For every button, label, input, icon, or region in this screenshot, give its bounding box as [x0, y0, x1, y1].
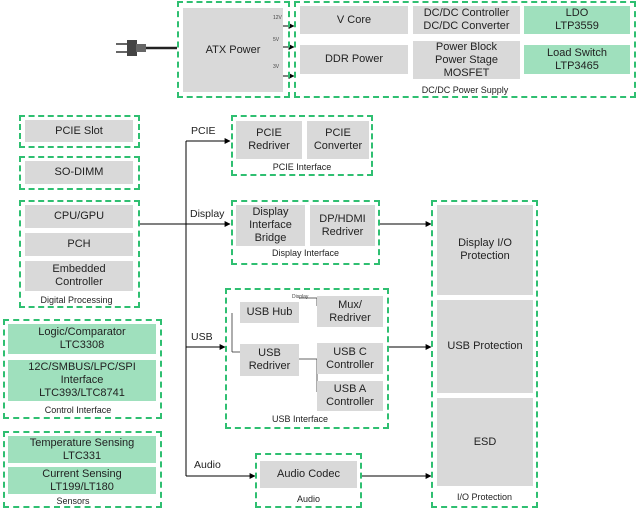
dcdc-supply-caption: DC/DC Power Supply: [421, 85, 509, 95]
pcie-interface-group: [231, 115, 373, 176]
pcie-converter-box: PCIE Converter: [307, 121, 369, 159]
audio-caption: Audio: [296, 494, 321, 504]
load-switch-box: Load Switch LTP3465: [524, 45, 630, 74]
ddr-power-box: DDR Power: [300, 45, 408, 74]
i2c-interface-box: 12C/SMBUS/LPC/SPI Interface LTC393/LTC87…: [8, 360, 156, 401]
voltage-label-5v: 5V: [273, 37, 280, 43]
pcie-interface-caption: PCIE Interface: [272, 162, 332, 172]
bus-label-usb: USB: [191, 331, 213, 343]
io-protection-group: [431, 200, 538, 508]
control-interface-caption: Control Interface: [44, 405, 112, 415]
io-protection-caption: I/O Protection: [456, 492, 513, 502]
dp-hdmi-redriver-box: DP/HDMI Redriver: [310, 205, 375, 246]
pcie-slot-group: [19, 115, 140, 148]
embedded-controller-box: Embedded Controller: [25, 261, 133, 291]
pch-box: PCH: [25, 233, 133, 256]
sodimm-group: [19, 156, 140, 190]
pcie-redriver-box: PCIE Redriver: [236, 121, 302, 159]
logic-comparator-box: Logic/Comparator LTC3308: [8, 324, 156, 354]
vcore-box: V Core: [300, 6, 408, 34]
pcie-slot-box: PCIE Slot: [25, 120, 133, 142]
display-interface-bridge-box: Display Interface Bridge: [236, 205, 305, 246]
usb-interface-caption: USB Interface: [271, 414, 329, 424]
dcdc-controller-box: DC/DC Controller DC/DC Converter: [413, 6, 520, 34]
atx-power-box: ATX Power: [183, 8, 283, 92]
temperature-sensing-box: Temperature Sensing LTC331: [8, 436, 156, 463]
dcdc-power-supply-group: [294, 1, 636, 98]
current-sensing-box: Current Sensing LT199/LT180: [8, 467, 156, 494]
usb-protection-box: USB Protection: [437, 300, 533, 393]
cpu-gpu-box: CPU/GPU: [25, 205, 133, 228]
atx-power-group: [177, 1, 290, 98]
digital-processing-caption: Digital Processing: [40, 295, 113, 305]
usb-c-controller-box: USB C Controller: [317, 343, 383, 374]
digital-processing-group: [19, 200, 140, 308]
power-plug-icon: [116, 40, 177, 56]
control-interface-group: [3, 319, 162, 419]
usb-hub-box: USB Hub: [240, 302, 299, 323]
usb-redriver-box: USB Redriver: [240, 344, 299, 376]
usb-interface-group: [225, 288, 389, 429]
sensors-caption: Sensors: [56, 496, 90, 506]
audio-codec-box: Audio Codec: [260, 461, 357, 488]
audio-group: [255, 453, 362, 508]
sensors-group: [3, 431, 162, 508]
voltage-label-3v: 3V: [273, 64, 280, 70]
usb-display-tag: Display: [292, 294, 309, 300]
esd-box: ESD: [437, 398, 533, 486]
display-interface-caption: Display Interface: [271, 248, 340, 258]
display-io-protection-box: Display I/O Protection: [437, 205, 533, 295]
sodimm-box: SO-DIMM: [25, 161, 133, 184]
display-interface-group: [231, 200, 380, 265]
ldo-box: LDO LTP3559: [524, 6, 630, 34]
power-block-box: Power Block Power Stage MOSFET: [413, 41, 520, 79]
mux-redriver-box: Mux/ Redriver: [317, 296, 383, 327]
bus-label-pcie: PCIE: [191, 125, 216, 137]
bus-label-display: Display: [190, 208, 225, 220]
usb-a-controller-box: USB A Controller: [317, 381, 383, 411]
voltage-label-12v: 12V: [273, 15, 282, 21]
bus-label-audio: Audio: [194, 459, 221, 471]
